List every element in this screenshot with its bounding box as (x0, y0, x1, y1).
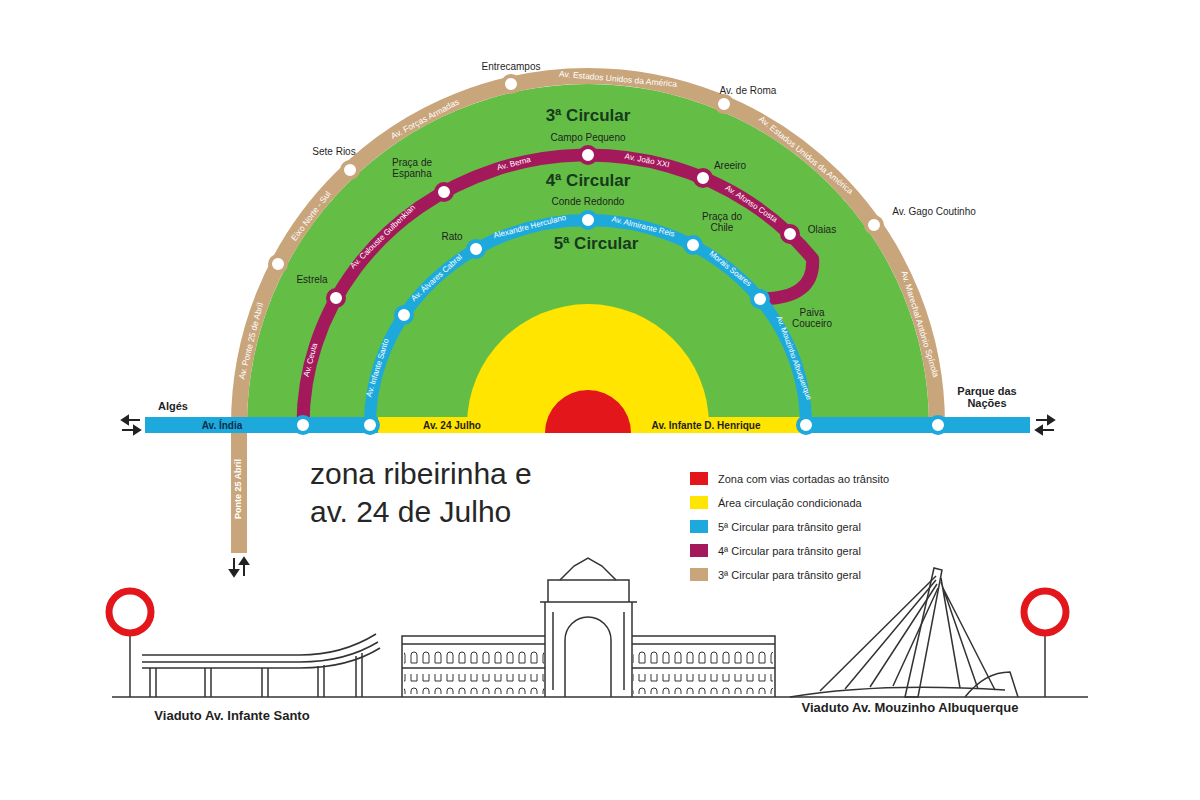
arrow-head (1036, 426, 1042, 434)
legend-swatch (690, 544, 708, 557)
two-way-arrows (122, 416, 1054, 576)
third-ring-road (239, 76, 937, 425)
triumphal-arch (540, 580, 637, 697)
ring-title: 5ª Circular (554, 235, 639, 254)
place-name: Av. de Roma (720, 85, 777, 96)
legend-text: Zona com vias cortadas ao trânsito (718, 472, 889, 484)
place-name: Rato (441, 231, 462, 242)
station-dot (752, 291, 768, 307)
place-name: Av. Gago Coutinho (892, 206, 976, 217)
road-name: Av. Índia (202, 420, 243, 431)
window-row (404, 674, 544, 694)
bridge-road (231, 425, 247, 553)
place-name: Conde Redondo (552, 196, 625, 207)
arrow-head (1048, 416, 1054, 424)
legend-swatch (690, 472, 708, 485)
title: zona ribeirinha e av. 24 de Julho (310, 455, 570, 530)
place-name: Praça de Espanha (381, 157, 443, 179)
station-dot (866, 217, 882, 233)
place-name: Algés (158, 400, 188, 412)
legend-text: 4ª Circular para trânsito geral (718, 544, 861, 556)
structure-name: Viaduto Av. Infante Santo (154, 709, 309, 723)
place-name: Praça do Chile (696, 211, 748, 233)
place-name: Entrecampos (482, 61, 541, 72)
station-dot (798, 417, 814, 433)
viaduct-pillars (150, 653, 362, 697)
place-name: Campo Pequeno (550, 132, 625, 143)
arrow-head (134, 426, 140, 434)
station-dot (930, 417, 946, 433)
station-dot (580, 147, 596, 163)
structure-name: Viaduto Av. Mouzinho Albuquerque (802, 701, 1019, 715)
road-name: Ponte 25 Abril (234, 459, 244, 519)
bridge-cables (820, 576, 995, 691)
station-dot (328, 290, 344, 306)
station-dot (580, 212, 596, 228)
ring-title: 4ª Circular (546, 172, 631, 191)
legend-text: 5ª Circular para trânsito geral (718, 520, 861, 532)
sign-pole (129, 634, 131, 697)
station-dot (396, 307, 412, 323)
station-dot (685, 237, 701, 253)
legend-swatch (690, 568, 708, 581)
window-row (404, 646, 544, 666)
legend-text: 3ª Circular para trânsito geral (718, 568, 861, 580)
station-dot (295, 417, 311, 433)
arrow-head (230, 570, 238, 576)
bridge-ramp (965, 672, 1018, 697)
closed-zone (545, 390, 631, 433)
station-dot (695, 170, 711, 186)
arch-columns (553, 612, 624, 690)
station-dot (362, 417, 378, 433)
green-area (247, 84, 929, 425)
viaduct-deck (142, 648, 380, 668)
no-entry-sign (109, 591, 151, 633)
station-dot (270, 256, 286, 272)
no-entry-sign (1024, 591, 1066, 633)
place-name: Paiva Couceiro (782, 307, 842, 329)
viaduct-railing (142, 634, 376, 655)
road-name: Av. Infante D. Henrique (652, 420, 761, 431)
window-row (633, 646, 773, 666)
skyline (109, 558, 1088, 697)
station-dot (782, 226, 798, 242)
viaduct-deck (142, 642, 378, 662)
legend-text: Área circulação condicionada (718, 496, 862, 508)
window-row (633, 674, 773, 694)
place-name: Areeiro (714, 160, 746, 171)
legend-swatch (690, 520, 708, 533)
arrow-head (122, 416, 128, 424)
station-dot (342, 162, 358, 178)
building-floors (402, 644, 775, 668)
sign-pole (1044, 634, 1046, 697)
station-dot (503, 76, 519, 92)
stations (270, 76, 946, 433)
place-name: Olaias (808, 224, 836, 235)
fourth-ring-road (303, 155, 813, 425)
station-dot (716, 96, 732, 112)
arrow-head (240, 558, 248, 564)
ground-line (112, 696, 1088, 698)
legend-swatch (690, 496, 708, 509)
arch-statues (560, 558, 616, 580)
station-dot (436, 184, 452, 200)
ring-title: 3ª Circular (546, 107, 631, 126)
building-wing (402, 636, 775, 697)
road-name: Av. 24 Julho (423, 420, 481, 431)
place-name: Parque das Nações (954, 385, 1020, 409)
station-dot (468, 241, 484, 257)
place-name: Sete Rios (312, 146, 355, 157)
place-name: Estrela (296, 274, 327, 285)
